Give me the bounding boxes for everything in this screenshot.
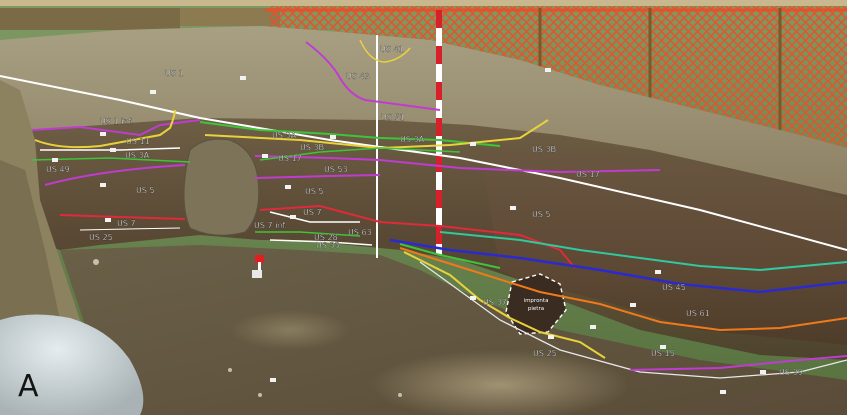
unit-labels: US 41 US 43 US 1 US 1 inf. US 51 US 11 U…	[46, 45, 803, 377]
unit-boundary	[34, 109, 176, 149]
unit-boundary	[259, 147, 461, 161]
unit-boundary	[254, 155, 661, 174]
unit-label: US 25	[533, 349, 557, 358]
unit-label: US 17	[278, 154, 302, 163]
unit-label: US 49	[46, 165, 70, 174]
stone-imprint-label: impronta	[524, 298, 549, 304]
unit-label: US 11	[126, 137, 150, 146]
section-right-wall	[480, 150, 847, 360]
unit-label: US 61	[686, 309, 710, 318]
unit-boundary	[44, 164, 186, 186]
unit-label: US 3A	[272, 131, 297, 140]
stone-imprint-outline: impronta pietra	[505, 273, 567, 335]
stone-block	[183, 138, 260, 236]
unit-label: US 43	[346, 72, 370, 81]
unit-label: US 53	[324, 165, 348, 174]
unit-label: US 15	[651, 349, 675, 358]
unit-tags	[52, 68, 766, 394]
wooden-board	[0, 8, 180, 30]
unit-label: US 5	[532, 210, 551, 219]
survey-pole	[436, 10, 442, 255]
unit-boundary	[59, 214, 186, 220]
unit-label: US 3B	[300, 143, 324, 152]
unit-boundary	[259, 204, 576, 269]
stratigraphy-lines	[31, 39, 847, 379]
unit-label: US 28	[314, 233, 338, 242]
unit-boundary	[269, 211, 360, 223]
unit-label: US 33	[316, 241, 340, 250]
unit-label: US 1 inf.	[100, 117, 133, 126]
unit-label: US 5	[305, 187, 324, 196]
unit-boundary	[419, 261, 847, 379]
unit-label: US 3A	[400, 135, 425, 144]
unit-boundary	[204, 119, 549, 150]
unit-label: US 5	[136, 186, 155, 195]
floor-debris	[93, 259, 402, 397]
panel-letter: A	[18, 369, 39, 404]
unit-label: US 7 inf.	[254, 221, 287, 230]
unit-boundary	[389, 238, 847, 294]
stone-imprint-label: pietra	[528, 306, 544, 312]
unit-label: US 41	[380, 45, 404, 54]
unit-boundary	[79, 227, 181, 231]
unit-boundary	[199, 121, 501, 147]
unit-boundary	[403, 251, 606, 359]
unit-label: US 63	[348, 228, 372, 237]
wooden-board	[180, 8, 280, 26]
unit-label: US 7	[303, 208, 322, 217]
unit-boundary	[40, 147, 181, 151]
unit-label: US 7	[117, 219, 136, 228]
unit-label: US 45	[662, 283, 686, 292]
unit-label: US 1	[165, 69, 184, 78]
unit-boundary	[399, 247, 847, 332]
unit-boundary	[359, 39, 411, 63]
unit-boundary	[399, 243, 501, 269]
red-marker	[252, 255, 264, 278]
unit-label: US 3A	[125, 151, 150, 160]
unit-boundary	[305, 41, 441, 111]
unit-label: US 37	[483, 298, 507, 307]
unit-boundary	[439, 231, 847, 272]
unit-label: US 17	[576, 170, 600, 179]
unit-boundary	[629, 355, 847, 371]
sunlit-patch	[370, 350, 630, 415]
unit-label: US 51	[381, 113, 405, 122]
foreground-rock	[0, 314, 144, 415]
unit-boundary	[255, 231, 361, 237]
unit-boundary	[31, 119, 201, 137]
unit-label: US 25	[89, 233, 113, 242]
unit-boundary	[254, 174, 381, 179]
unit-label: US 3B	[532, 145, 556, 154]
unit-boundary	[269, 239, 373, 246]
unit-label: US 39	[779, 368, 803, 377]
